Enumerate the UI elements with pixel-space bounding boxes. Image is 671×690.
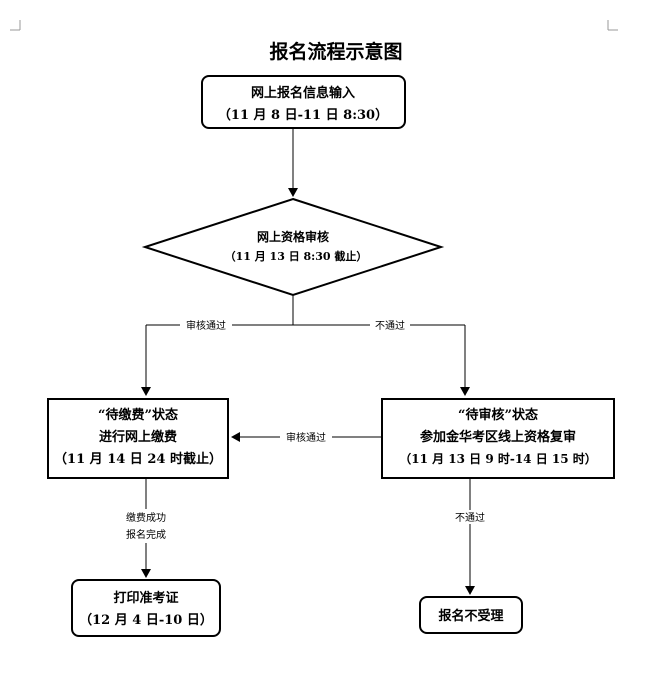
- page-title: 报名流程示意图: [269, 40, 402, 63]
- node-print-ticket-label: 打印准考证: [113, 590, 178, 606]
- edge-label-review-fail: 不通过: [375, 319, 405, 332]
- node-pending-review-window: （11 月 13 日 9 时-14 日 15 时）: [399, 451, 597, 466]
- node-pending-payment-status: “待缴费”状态: [98, 407, 178, 423]
- node-pending-payment-action: 进行网上缴费: [99, 429, 177, 445]
- node-print-ticket: 打印准考证 （12 月 4 日-10 日）: [71, 579, 221, 637]
- edge-label-recheck-pass: 审核通过: [286, 431, 326, 444]
- node-rejected-label: 报名不受理: [438, 608, 503, 624]
- node-online-entry-dates: （11 月 8 日-11 日 8:30）: [218, 107, 388, 123]
- node-online-review-label: 网上资格审核: [257, 229, 329, 244]
- node-pending-review-status: “待审核”状态: [458, 407, 538, 423]
- edge-label-recheck-fail: 不通过: [455, 511, 485, 524]
- node-online-review: 网上资格审核 （11 月 13 日 8:30 截止）: [141, 197, 445, 297]
- edge-label-registration-complete: 报名完成: [126, 528, 166, 541]
- edge-label-review-pass: 审核通过: [186, 319, 226, 332]
- node-online-entry-label: 网上报名信息输入: [251, 85, 355, 101]
- node-print-ticket-dates: （12 月 4 日-10 日）: [79, 612, 213, 628]
- node-online-entry: 网上报名信息输入 （11 月 8 日-11 日 8:30）: [201, 75, 406, 129]
- node-pending-payment: “待缴费”状态 进行网上缴费 （11 月 14 日 24 时截止）: [47, 398, 229, 479]
- node-online-review-deadline: （11 月 13 日 8:30 截止）: [225, 249, 368, 263]
- node-pending-review: “待审核”状态 参加金华考区线上资格复审 （11 月 13 日 9 时-14 日…: [381, 398, 615, 479]
- edge-label-payment-done: 缴费成功: [126, 511, 166, 524]
- node-pending-review-action: 参加金华考区线上资格复审: [420, 429, 576, 445]
- node-pending-payment-deadline: （11 月 14 日 24 时截止）: [54, 451, 222, 467]
- page-corner-marks: [10, 20, 618, 31]
- node-rejected: 报名不受理: [419, 596, 523, 634]
- edge-review-split: [141, 295, 470, 396]
